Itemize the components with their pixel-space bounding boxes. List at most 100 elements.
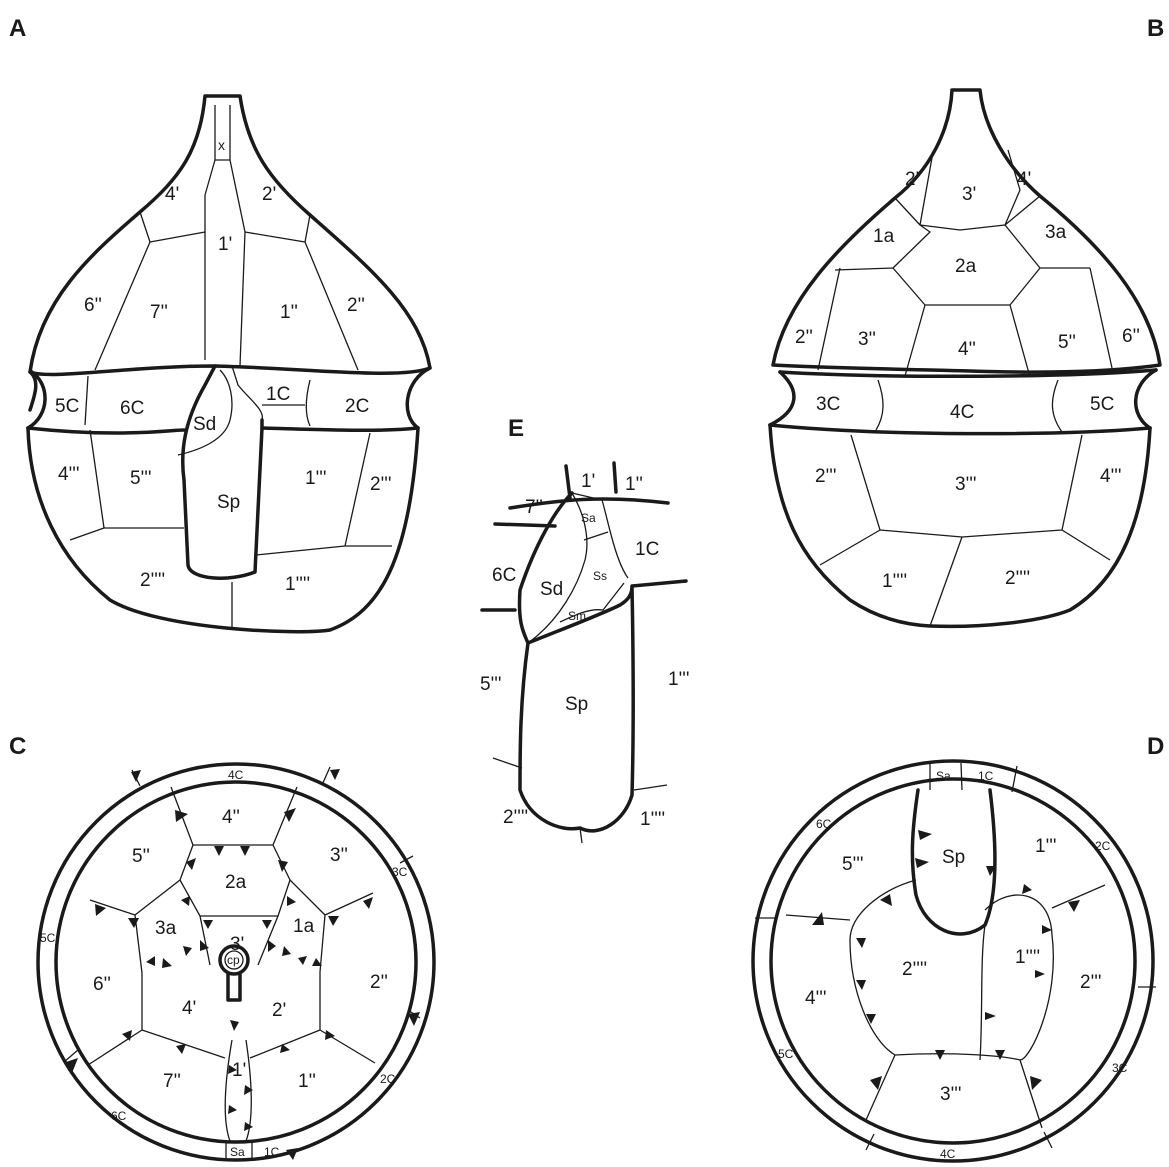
panel-b-hypotheca-outline <box>770 425 1150 626</box>
arrowhead-icon <box>131 770 141 782</box>
panel-c-label: 6C <box>111 1109 127 1123</box>
panel-a-label: 1'''' <box>285 574 310 595</box>
panel-c-label: 4' <box>182 998 196 1019</box>
panel-a-cingulum-top <box>30 372 36 410</box>
arrowhead-icon <box>262 920 272 929</box>
panel-c-canal-plate <box>228 974 240 1000</box>
panel-d-label: Sa <box>936 769 951 783</box>
panel-b-label: 3'' <box>858 329 876 350</box>
panel-d-label: 4''' <box>805 988 826 1009</box>
panel-b-label: 1a <box>873 226 895 247</box>
panel-e-label: 1'''' <box>640 809 665 830</box>
arrowhead-icon <box>330 769 340 780</box>
panel-c-label: 7'' <box>163 1071 181 1092</box>
panel-a-label: Sd <box>193 414 216 435</box>
panel-d-label: 1C <box>978 769 994 783</box>
panel-letter-a: A <box>9 15 26 42</box>
arrowhead-icon <box>183 946 192 956</box>
panel-a-label: Sp <box>217 492 240 513</box>
panel-a-label: 2'''' <box>140 570 165 591</box>
panel-a-label: 1'' <box>280 302 298 323</box>
arrowhead-icon <box>176 1044 186 1054</box>
arrowhead-icon <box>287 896 296 906</box>
panel-a-label: 2'' <box>347 295 365 316</box>
panel-e-label: Sp <box>565 694 588 715</box>
arrowhead-icon <box>408 1012 420 1026</box>
panel-d-label: 1'''' <box>1015 947 1040 968</box>
panel-e-label: Sm <box>568 609 586 623</box>
panel-letter-e: E <box>508 415 524 442</box>
arrowhead-icon <box>162 958 172 968</box>
panel-c-label: 3C <box>392 865 408 879</box>
panel-b-label: 3' <box>962 184 976 205</box>
panel-d-label: 3C <box>1112 1061 1128 1075</box>
panel-d-label: 5C <box>778 1047 794 1061</box>
panel-b-label: 2a <box>955 256 977 277</box>
panel-d-label: 3''' <box>940 1084 961 1105</box>
panel-b-epitheca-outline <box>773 90 1160 372</box>
panel-a-label: 6C <box>120 398 144 419</box>
arrowhead-icon <box>363 897 373 909</box>
panel-d-label: 6C <box>816 817 832 831</box>
panel-b-label: 4C <box>950 402 974 423</box>
panel-b-label: 4'' <box>958 339 976 360</box>
panel-c-label: 1' <box>232 1060 246 1081</box>
panel-b-label: 3''' <box>955 474 976 495</box>
panel-d-label: 2C <box>1095 839 1111 853</box>
panel-e-label: 1''' <box>668 669 689 690</box>
panel-d-label: 2''' <box>1080 972 1101 993</box>
panel-b-dorsal-view: 2' 3' 4' 1a 2a 3a 2'' 3'' 4'' 5'' 6'' 3C… <box>770 90 1160 626</box>
panel-d-label: 4C <box>940 1147 956 1161</box>
panel-e-label: 1C <box>635 539 659 560</box>
panel-c-label: 2a <box>225 872 247 893</box>
panel-c-arrowheads <box>66 769 420 1160</box>
arrowhead-icon <box>915 858 929 868</box>
arrowhead-icon <box>1068 900 1080 912</box>
arrowhead-icon <box>203 920 213 929</box>
panel-b-label: 1'''' <box>882 571 907 592</box>
panel-c-label: 2' <box>272 1000 286 1021</box>
arrowhead-icon <box>856 938 866 948</box>
panel-c-label: 1'' <box>298 1071 316 1092</box>
panel-a-hypotheca-outline <box>28 428 418 632</box>
panel-c-label: 2C <box>380 1072 396 1086</box>
panel-c-label: 3'' <box>330 845 348 866</box>
panel-b-cingulum-bottom <box>770 425 1150 434</box>
panel-c-label: 4'' <box>222 807 240 828</box>
panel-letter-b: B <box>1147 15 1164 42</box>
arrowhead-icon <box>214 846 224 856</box>
arrowhead-icon <box>812 912 824 925</box>
arrowhead-icon <box>918 830 932 840</box>
panel-d-label: 5''' <box>842 854 863 875</box>
panel-a-label: 4''' <box>58 464 79 485</box>
panel-b-label: 3C <box>816 394 840 415</box>
panel-a-label: 1C <box>266 384 290 405</box>
panel-c-label: 4C <box>228 768 244 782</box>
panel-c-label: 1C <box>264 1145 280 1159</box>
arrowhead-icon <box>1035 970 1045 978</box>
arrowhead-icon <box>284 808 296 822</box>
panel-c-label: cp <box>227 953 240 967</box>
panel-e-label: Ss <box>593 569 607 583</box>
arrowhead-icon <box>282 946 291 956</box>
panel-b-label: 4' <box>1017 169 1031 190</box>
panel-d-label: 2'''' <box>902 959 927 980</box>
panel-c-label: 6'' <box>93 974 111 995</box>
panel-d-label: 1''' <box>1035 836 1056 857</box>
panel-a-label: 5C <box>55 396 79 417</box>
arrowhead-icon <box>1030 1076 1042 1090</box>
panel-b-label: 2'' <box>795 327 813 348</box>
panel-c-label: Sa <box>230 1145 245 1159</box>
panel-c-label: 3' <box>230 934 244 955</box>
panel-a-label: 6'' <box>84 295 102 316</box>
panel-e-label: 1' <box>581 471 595 492</box>
panel-e-label: Sd <box>540 579 563 600</box>
arrowhead-icon <box>935 1050 945 1060</box>
panel-e-label: 7'' <box>525 497 543 518</box>
panel-b-label: 3a <box>1045 222 1067 243</box>
arrowhead-icon <box>95 904 106 916</box>
arrowhead-icon <box>995 1050 1005 1060</box>
panel-b-label: 2'''' <box>1005 568 1030 589</box>
panel-e-label: 6C <box>492 565 516 586</box>
panel-e-label: 1'' <box>625 474 643 495</box>
